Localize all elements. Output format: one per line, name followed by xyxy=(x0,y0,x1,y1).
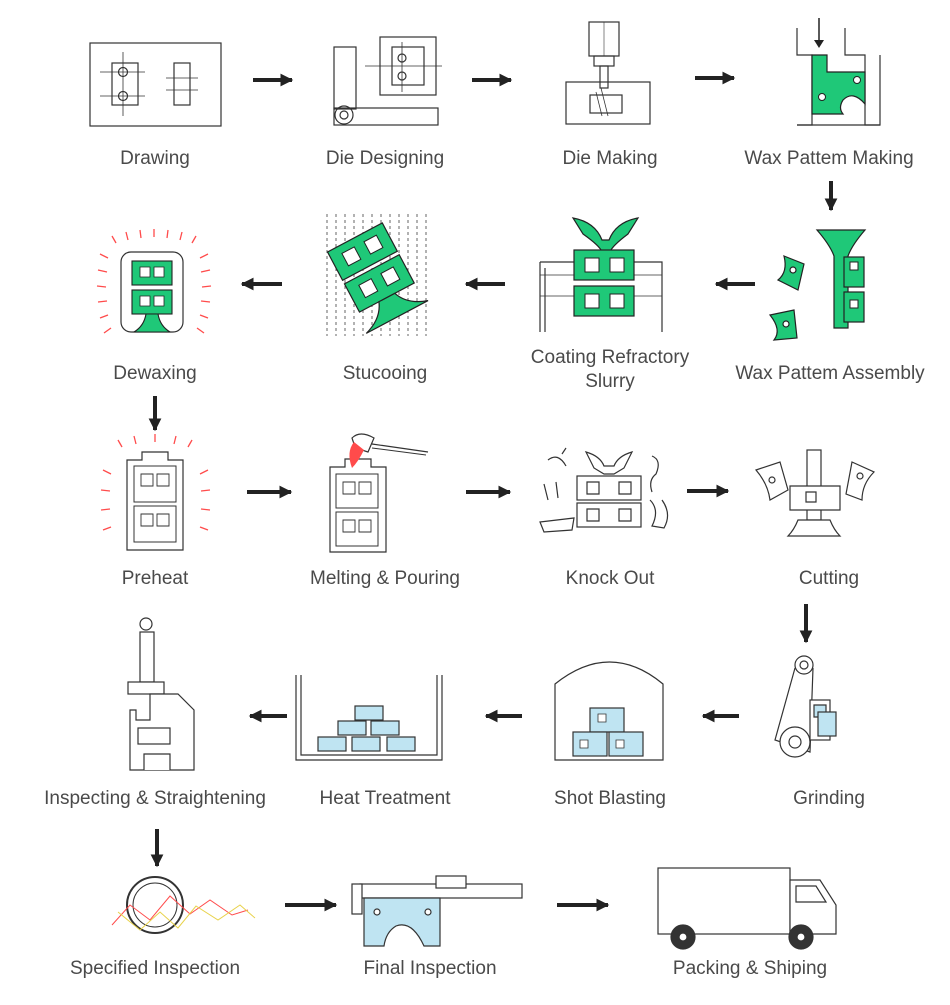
wax-pattern-assembly-illustration xyxy=(768,229,867,341)
step-label-die-designing: Die Designing xyxy=(325,148,445,169)
step-label-preheat: Preheat xyxy=(121,568,189,589)
die-making-illustration xyxy=(565,21,651,125)
coating-illustration xyxy=(539,217,663,332)
step-label-stucooing: Stucooing xyxy=(342,363,428,384)
drawing-illustration xyxy=(89,42,222,127)
knock-out-illustration xyxy=(539,447,669,533)
wax-pattern-making-illustration xyxy=(796,18,881,126)
step-label-die-making: Die Making xyxy=(562,148,658,169)
preheat-illustration xyxy=(100,434,211,551)
final-inspection-illustration xyxy=(351,875,523,947)
stucooing-illustration xyxy=(326,214,429,336)
dewaxing-illustration xyxy=(96,229,212,334)
step-label-inspecting-straightening: Inspecting & Straightening xyxy=(44,788,266,809)
cutting-illustration xyxy=(754,449,876,537)
step-label-wax-pattern-making: Wax Pattem Making xyxy=(744,148,914,169)
grinding-illustration xyxy=(774,655,837,758)
inspecting-straightening-illustration xyxy=(127,617,195,771)
step-label-coating-refractory-slurry: Coating Refractory Slurry xyxy=(530,347,690,392)
die-designing-illustration xyxy=(333,36,442,126)
step-label-wax-pattern-assembly: Wax Pattem Assembly xyxy=(735,363,925,384)
specified-inspection-illustration xyxy=(111,876,256,934)
step-label-shot-blasting: Shot Blasting xyxy=(554,788,666,809)
heat-treatment-illustration xyxy=(295,675,443,761)
step-label-heat-treatment: Heat Treatment xyxy=(319,788,451,809)
step-label-specified-inspection: Specified Inspection xyxy=(69,958,241,979)
melting-pouring-illustration xyxy=(329,433,429,553)
step-label-drawing: Drawing xyxy=(120,148,190,169)
step-label-knock-out: Knock Out xyxy=(565,568,655,589)
step-label-final-inspection: Final Inspection xyxy=(363,958,497,979)
step-label-melting-pouring: Melting & Pouring xyxy=(310,568,460,589)
step-label-dewaxing: Dewaxing xyxy=(113,363,197,384)
packing-shipping-illustration xyxy=(657,867,837,950)
shot-blasting-illustration xyxy=(554,661,664,761)
step-label-grinding: Grinding xyxy=(793,788,865,809)
step-label-cutting: Cutting xyxy=(798,568,860,589)
step-label-packing-shipping: Packing & Shiping xyxy=(672,958,828,979)
